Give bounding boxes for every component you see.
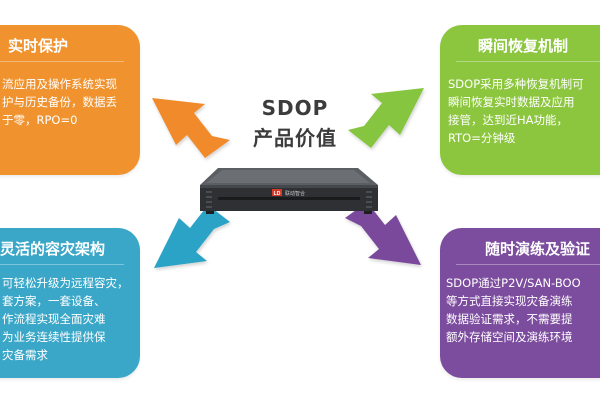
card-body: SDOP通过P2V/SAN-BOO 等方式直接实现灾备演练 数据验证需求，不需要… (446, 274, 581, 346)
center-title-value: 产品价值 (253, 126, 337, 150)
card-line: 瞬间恢复实时数据及应用 (448, 95, 575, 109)
center-title-sdop: SDOP (261, 96, 329, 120)
card-drill-and-verify: 随时演练及验证 SDOP通过P2V/SAN-BOO 等方式直接实现灾备演练 数据… (440, 228, 600, 378)
card-divider (456, 264, 600, 265)
card-instant-recovery: 瞬间恢复机制 SDOP采用多种恢复机制可 瞬间恢复实时数据及应用 接管，达到近H… (440, 25, 600, 175)
card-title: 灵活的容灾架构 (0, 240, 106, 258)
arrow-bottom-left (154, 205, 230, 268)
card-realtime-protection: 实时保护 流应用及操作系统实现 护与历史备份，数据丢 于零，RPO=0 (0, 25, 140, 175)
card-divider (0, 61, 124, 62)
card-body: 流应用及操作系统实现 护与历史备份，数据丢 于零，RPO=0 (2, 75, 117, 129)
card-line: 可轻松升级为远程容灾， (2, 276, 129, 290)
server-logo-text: LD (274, 191, 281, 197)
card-line: SDOP通过P2V/SAN-BOO (446, 276, 581, 290)
card-line: 套方案，一套设备、 (2, 294, 106, 308)
arrow-bottom-right (345, 202, 421, 265)
card-line: 作流程实现全面灾难 (2, 312, 106, 326)
card-line: 额外存储空间及演练环境 (446, 330, 573, 344)
card-flexible-dr-architecture: 灵活的容灾架构 可轻松升级为远程容灾， 套方案，一套设备、 作流程实现全面灾难 … (0, 228, 140, 378)
server-logo-mark (272, 189, 282, 196)
card-line: 流应用及操作系统实现 (2, 77, 117, 91)
card-divider (456, 61, 600, 62)
card-line: 接管，达到近HA功能， (448, 113, 569, 127)
card-line: 为业务连续性提供保 (2, 330, 106, 344)
server-brand-text: 联动智合 (285, 190, 305, 197)
card-line: SDOP采用多种恢复机制可 (448, 77, 584, 91)
card-line: 灾备需求 (2, 348, 48, 362)
card-body: SDOP采用多种恢复机制可 瞬间恢复实时数据及应用 接管，达到近HA功能， RT… (448, 75, 584, 147)
card-divider (0, 264, 124, 265)
card-line: 护与历史备份，数据丢 (2, 95, 117, 109)
card-title: 实时保护 (8, 37, 69, 55)
card-line: 于零，RPO=0 (2, 113, 78, 127)
card-title: 随时演练及验证 (485, 240, 591, 258)
server-vents (206, 191, 372, 208)
arrow-top-right (348, 88, 424, 148)
card-line: 等方式直接实现灾备演练 (446, 294, 573, 308)
card-title: 瞬间恢复机制 (478, 37, 569, 55)
arrow-top-left (152, 98, 230, 158)
card-body: 可轻松升级为远程容灾， 套方案，一套设备、 作流程实现全面灾难 为业务连续性提供… (2, 274, 129, 364)
card-line: RTO=分钟级 (448, 131, 516, 145)
card-line: 数据验证需求，不需要提 (446, 312, 573, 326)
